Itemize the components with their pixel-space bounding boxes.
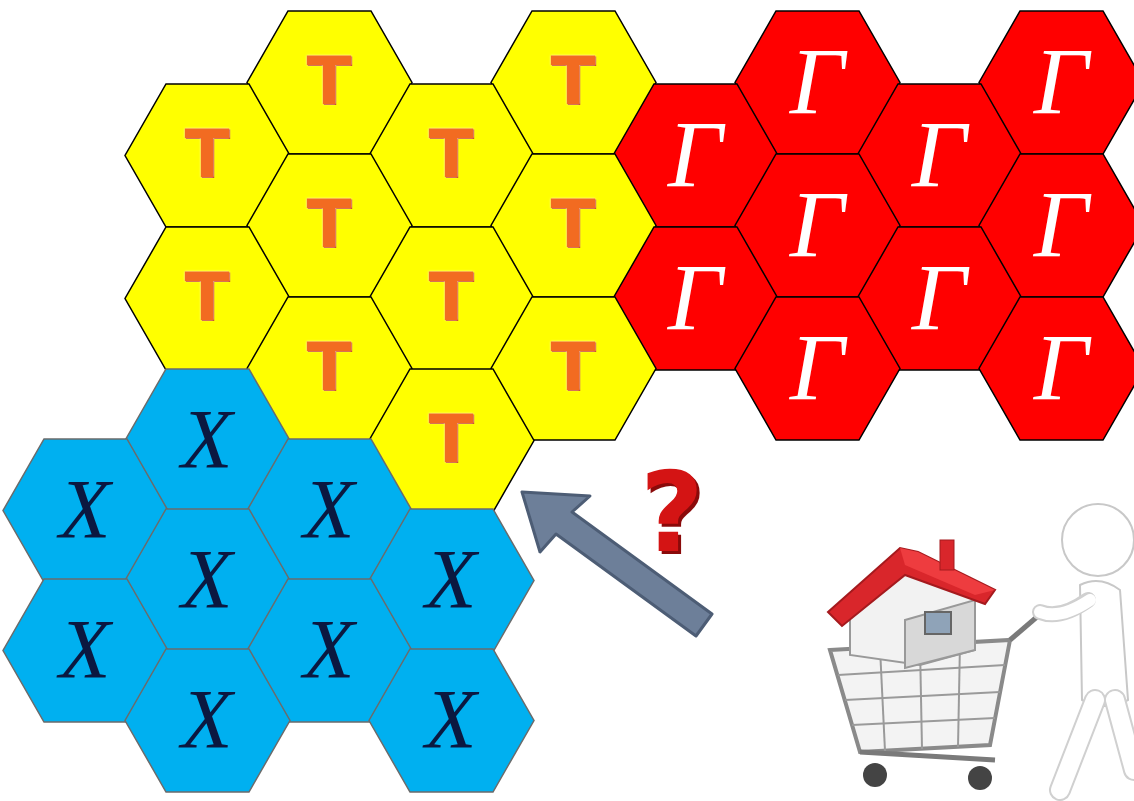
hex-letter: Γ: [735, 297, 900, 440]
hex-cell: Γ: [735, 297, 900, 440]
house-cart-figure: [828, 504, 1134, 790]
hex-letter: X: [369, 649, 534, 792]
hex-cell: X: [369, 649, 534, 792]
hex-letter: X: [125, 649, 290, 792]
hex-cell: Γ: [979, 297, 1134, 440]
question-mark: ?: [640, 458, 704, 568]
hex-cell: X: [125, 649, 290, 792]
hex-letter: Γ: [979, 297, 1134, 440]
